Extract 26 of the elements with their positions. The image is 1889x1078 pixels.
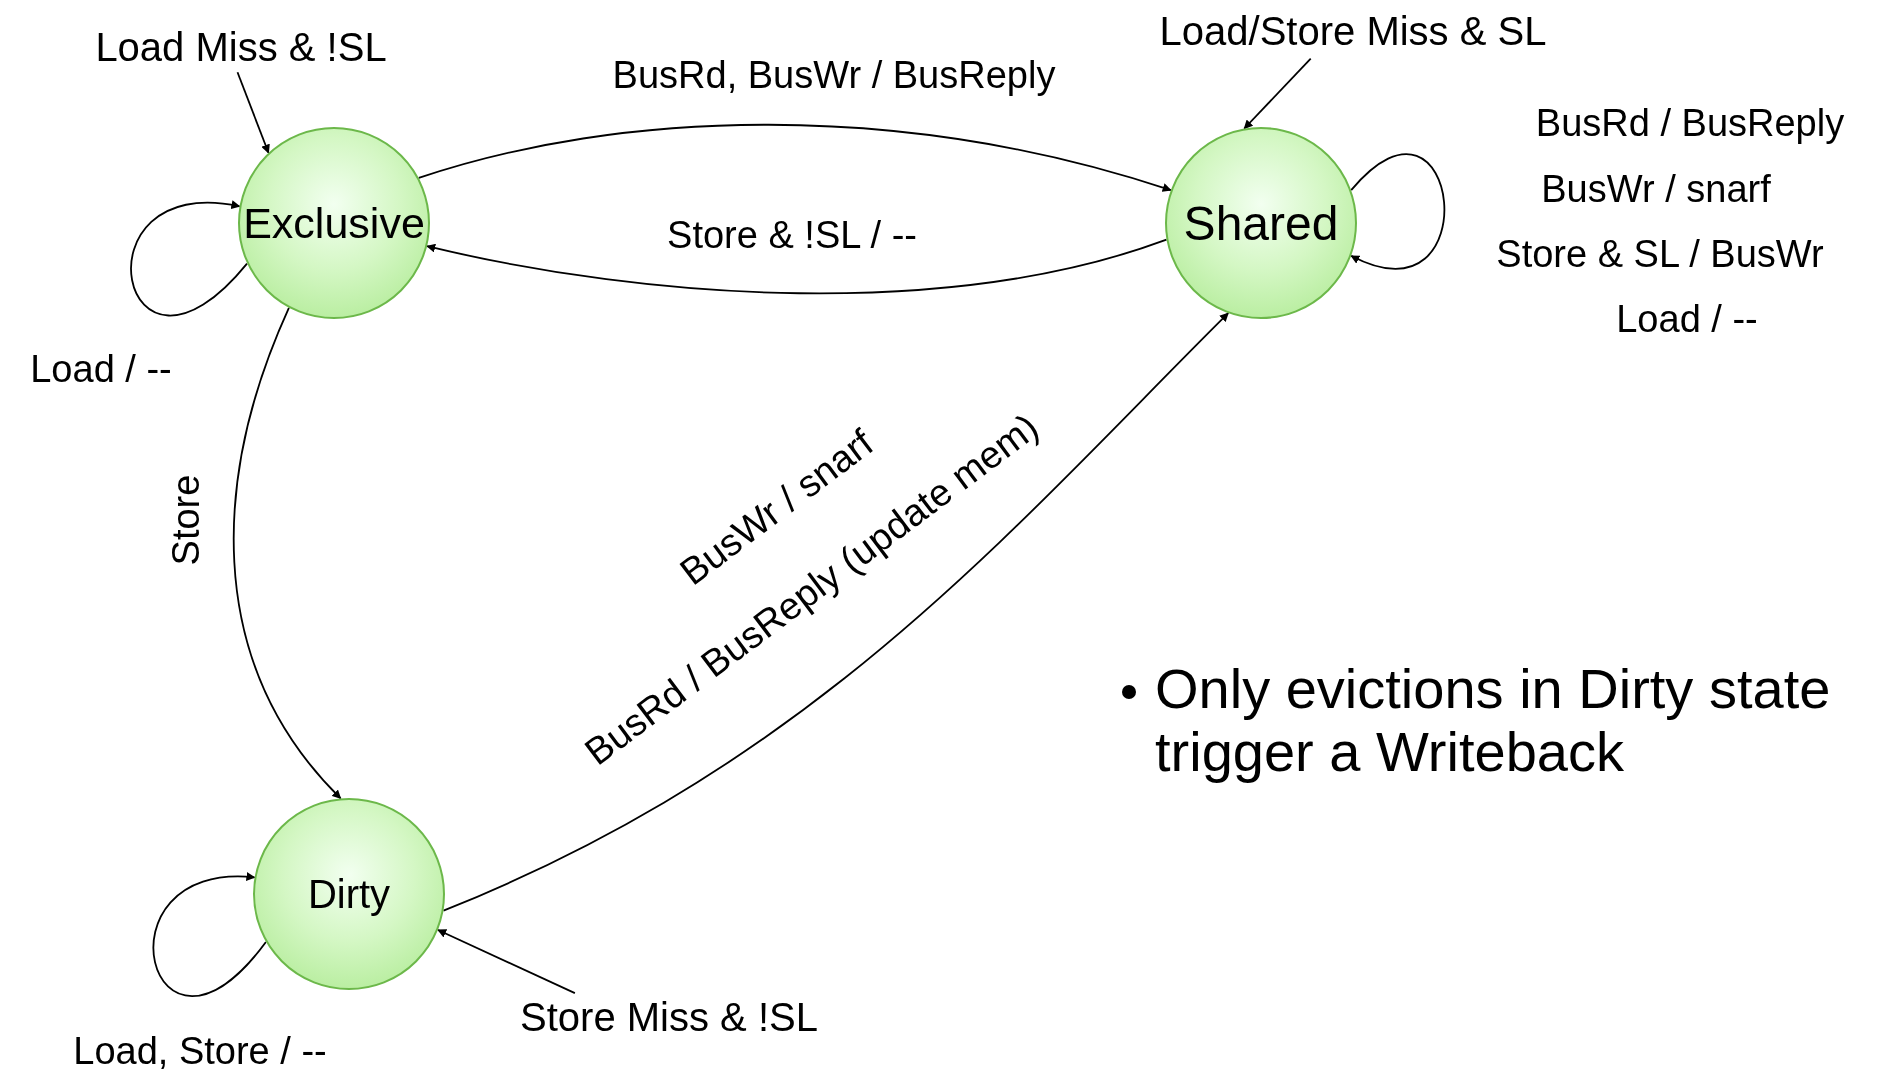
transition-arrow [442, 312, 1230, 912]
transition-arrow [233, 306, 342, 800]
transition-arrow [437, 929, 576, 994]
event-label: Store Miss & !SL [488, 994, 850, 1040]
transition-label: Store & SL / BusWr [1496, 234, 1824, 276]
state-name: Dirty [307, 871, 391, 917]
state-name: Shared [1183, 195, 1339, 251]
transition-arrow [426, 238, 1168, 295]
bullet-note: Only evictions in Dirty state trigger a Writeback [1155, 658, 1832, 784]
transition-arrow [1243, 57, 1312, 130]
edge-label: Store & !SL / -- [667, 215, 917, 257]
event-label: Load Miss & !SL [68, 24, 414, 70]
event-label: Load/Store Miss & SL [1118, 8, 1588, 54]
self-loop-arrow [1350, 154, 1445, 269]
transition-label: Load / -- [1616, 299, 1758, 341]
transition-label: BusRd / BusReply [1535, 103, 1845, 145]
transition-arrow [417, 123, 1172, 193]
edge-label: Load, Store / -- [73, 1031, 327, 1073]
self-loop-arrow [130, 201, 248, 317]
edge-label: Load / -- [30, 349, 172, 391]
edge-label: Store [166, 474, 208, 566]
self-loop-arrow [152, 872, 267, 997]
transition-arrow [236, 71, 270, 154]
edge-label: BusRd, BusWr / BusReply [612, 55, 1056, 97]
state-name: Exclusive [243, 198, 425, 248]
transition-label: BusWr / snarf [1541, 169, 1771, 211]
